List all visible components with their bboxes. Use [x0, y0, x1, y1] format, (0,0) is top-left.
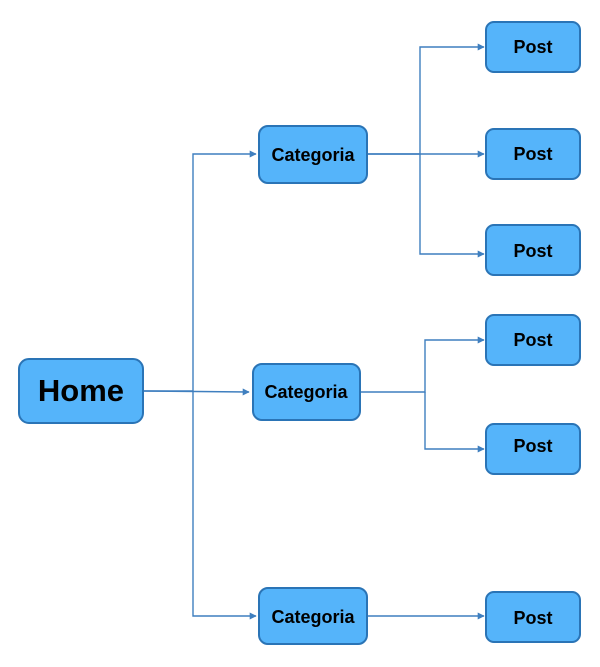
category-node-1-label: Categoria — [271, 145, 355, 165]
edges-categoria-1 — [368, 43, 485, 258]
post-node-3-1: Post — [485, 591, 581, 643]
post-node-1-3: Post — [485, 224, 581, 276]
category-node-1: Categoria — [258, 125, 368, 184]
post-node-1-1: Post — [485, 21, 581, 73]
edge-home-to-categoria-3 — [192, 391, 257, 620]
post-node-1-1-label: Post — [513, 37, 552, 57]
category-node-2: Categoria — [252, 363, 361, 421]
edge-home-to-categoria-1 — [144, 150, 257, 392]
edge-categoria-2-to-post-2 — [424, 392, 485, 453]
post-node-1-3-label: Post — [513, 241, 552, 261]
edge-home-to-categoria-2 — [143, 388, 250, 396]
post-node-2-2: Post — [485, 423, 581, 475]
post-node-1-2: Post — [485, 128, 581, 180]
category-node-3-label: Categoria — [271, 607, 355, 627]
edge-categoria-1-to-post-3 — [419, 154, 485, 258]
home-node-label: Home — [38, 373, 124, 408]
edges-home — [143, 150, 257, 620]
post-node-2-2-label: Post — [513, 436, 552, 456]
category-node-3: Categoria — [258, 587, 368, 645]
edge-categoria-1-to-post-1 — [368, 43, 485, 155]
post-node-2-1-label: Post — [513, 330, 552, 350]
home-node: Home — [18, 358, 144, 424]
edge-categoria-2-to-post-1 — [361, 336, 485, 393]
post-node-2-1: Post — [485, 314, 581, 366]
post-node-3-1-label: Post — [513, 608, 552, 628]
category-node-2-label: Categoria — [264, 382, 348, 402]
post-node-1-2-label: Post — [513, 144, 552, 164]
edges-categoria-2 — [361, 336, 485, 453]
